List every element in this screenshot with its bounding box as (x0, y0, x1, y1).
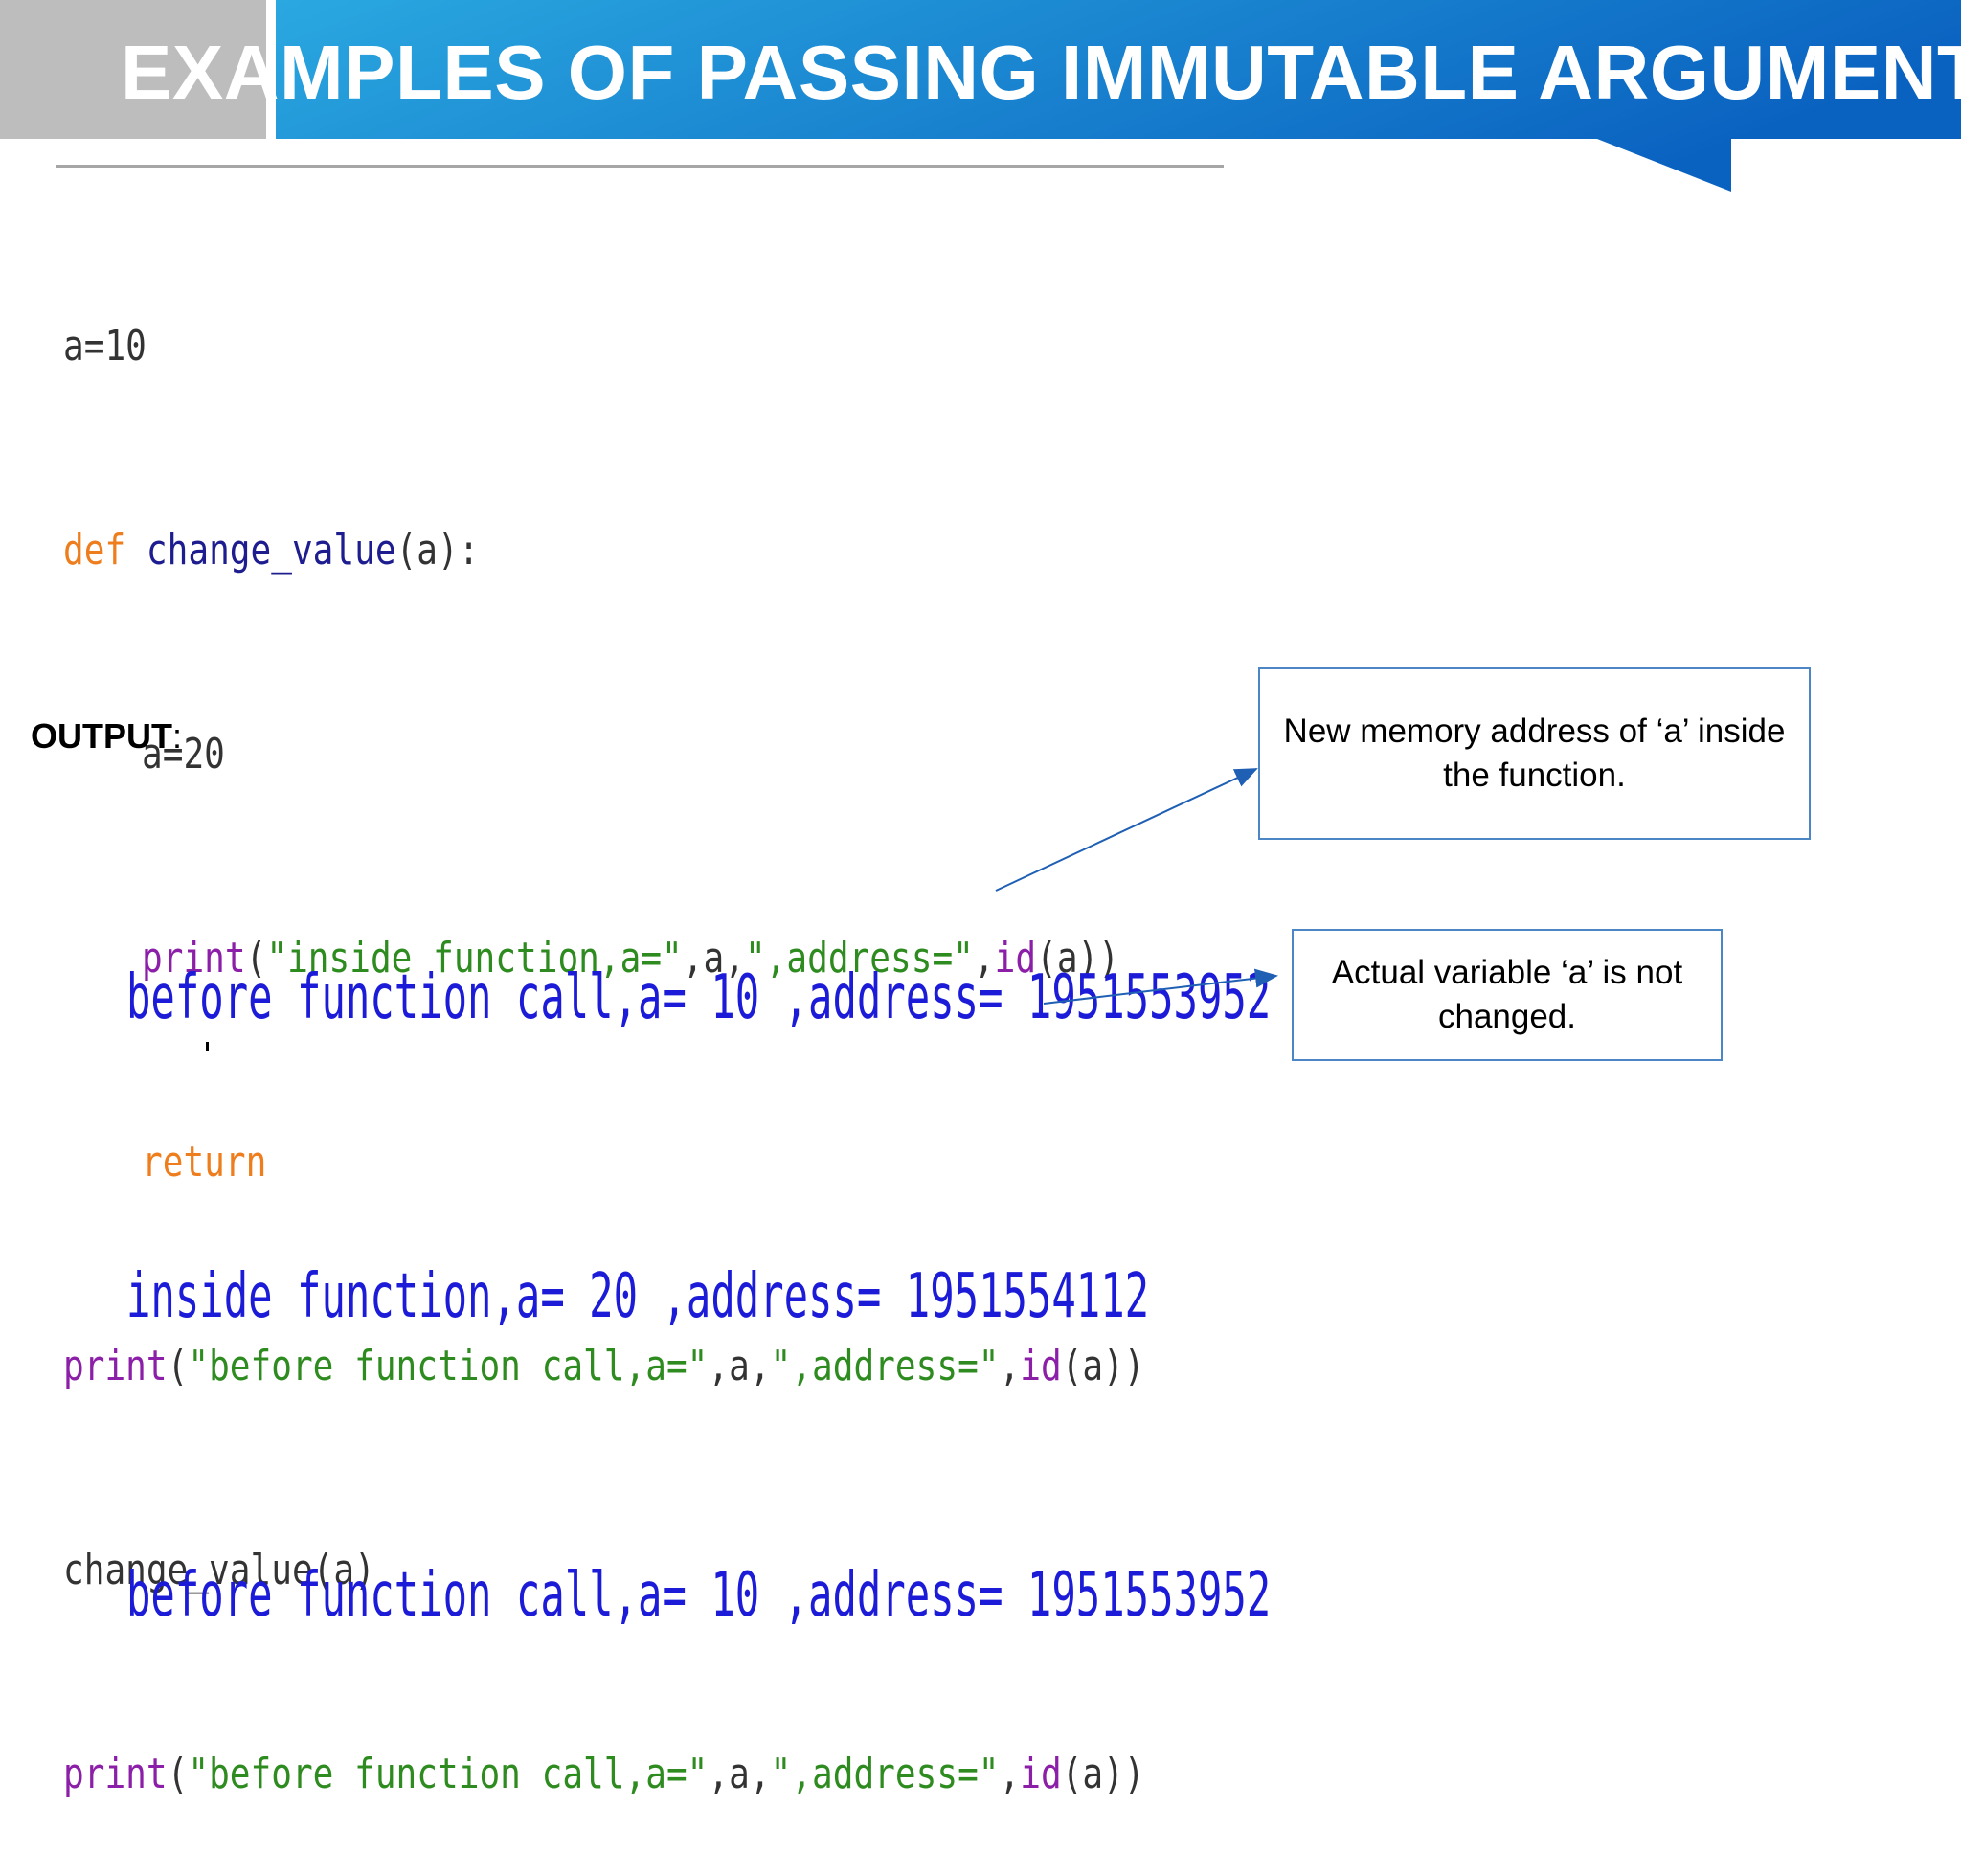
callout-unchanged: Actual variable ‘a’ is not changed. (1292, 929, 1723, 1061)
keyword-def: def (63, 526, 126, 575)
slide-title: EXAMPLES OF PASSING IMMUTABLE ARGUMENTS (121, 30, 1961, 115)
code-line-3: a=20 (142, 730, 225, 779)
output-line-1: before function call,a= 10 ,address= 195… (126, 962, 1272, 1033)
output-line-3: before function call,a= 10 ,address= 195… (126, 1560, 1272, 1631)
arrow-to-callout-1 (995, 768, 1258, 892)
code-line-8: print("before function call,a=",a,",addr… (63, 1750, 1145, 1798)
divider-line (56, 165, 1224, 168)
callout-arrows (995, 768, 1278, 1005)
arrow-to-callout-2 (1043, 968, 1278, 1005)
stray-mark (206, 1042, 209, 1051)
callout-unchanged-text: Actual variable ‘a’ is not changed. (1331, 954, 1683, 1035)
header-gray-block (0, 0, 266, 139)
callout-new-address: New memory address of ‘a’ inside the fun… (1258, 667, 1811, 840)
callout-new-address-text: New memory address of ‘a’ inside the fun… (1283, 712, 1786, 794)
code-line-1: a=10 (63, 322, 147, 371)
title-banner (276, 0, 1961, 192)
output-label: OUTPUT: (31, 716, 183, 756)
output-line-2: inside function,a= 20 ,address= 19515541… (126, 1261, 1150, 1332)
code-line-4: print("inside function,a=",a,",address="… (142, 934, 1119, 983)
code-line-2: def change_value(a): (63, 526, 480, 575)
